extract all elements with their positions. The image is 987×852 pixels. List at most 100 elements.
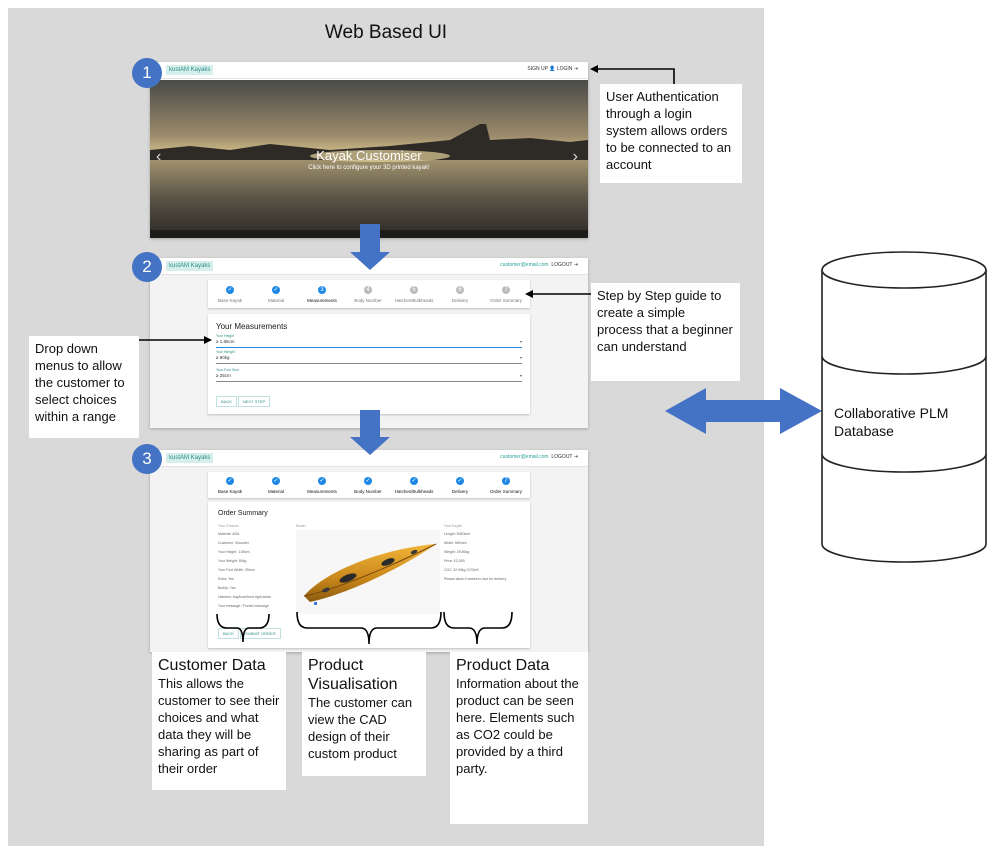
foot-size-dropdown[interactable]: Your Foot Size ≥ 25cm ▾ (216, 368, 522, 382)
stepper-card: ✓Base Kayak ✓Material ✓Measurements ✓Bod… (208, 472, 530, 498)
field-label: Your Weight (216, 350, 235, 354)
back-button[interactable]: BACK (218, 628, 239, 639)
step-label: Base Kayak (217, 489, 242, 494)
brand-logo[interactable]: kustAM Kayaks (166, 261, 214, 271)
screen-1-login-mockup: kustAM Kayaks SIGN UP 👤 LOGIN ⇥ (150, 62, 588, 238)
panel-title: Web Based UI (324, 22, 448, 43)
step-measurements[interactable]: ✓ Measurements (292, 477, 352, 494)
step-label: Body Number (354, 489, 382, 494)
callout-body: The customer can view the CAD design of … (308, 695, 413, 761)
chevron-down-icon: ▾ (519, 373, 522, 378)
order-summary-card: Order Summary Your Choices Model Your Ka… (208, 502, 530, 648)
hero-subtitle[interactable]: Click here to configure your 3D printed … (308, 165, 430, 171)
product-visual-callout: Product Visualisation The customer can v… (302, 652, 426, 776)
step-base-kayak[interactable]: ✓Base Kayak (200, 477, 260, 494)
section-title: Order Summary (218, 510, 268, 517)
back-button[interactable]: BACK (216, 396, 237, 407)
check-icon: ✓ (456, 477, 464, 485)
signup-link[interactable]: SIGN UP (527, 66, 548, 72)
step-material[interactable]: ✓Material (246, 286, 306, 303)
hero-image[interactable]: ‹ › Kayak Customiser Click here to confi… (150, 80, 588, 238)
step-label: Order Summary (489, 298, 522, 303)
section-title: Your Measurements (216, 322, 288, 331)
customer-line: Hatches: bay/bow/front right aside (218, 595, 271, 599)
step-dot: 6 (456, 286, 464, 294)
hero-text: Kayak Customiser Click here to configure… (269, 148, 469, 171)
signup-icon[interactable]: 👤 (549, 66, 556, 72)
step-dot: 4 (364, 286, 372, 294)
kayak-3d-model-image (303, 543, 437, 605)
product-line: Length: 5050mm (444, 532, 471, 536)
step-material[interactable]: ✓ Material (246, 477, 306, 494)
height-dropdown[interactable]: Your Height ≥ 1.85cm ▾ (216, 334, 522, 348)
customer-data-list: Material: ASA Customer: Shoulder Your He… (218, 530, 290, 611)
field-label: Your Height (216, 334, 235, 338)
step-delivery[interactable]: ✓ Delivery (430, 477, 490, 494)
login-icon[interactable]: ⇥ (573, 66, 578, 72)
customer-line: Customer: Shoulder (218, 541, 250, 545)
step-label: Measurements (307, 298, 337, 303)
logout-link[interactable]: LOGOUT (551, 262, 573, 268)
chevron-down-icon: ▾ (519, 339, 522, 344)
carousel-prev-icon[interactable]: ‹ (156, 148, 162, 165)
product-data-callout: Product Data Information about the produ… (450, 652, 588, 824)
step-label: Delivery (451, 489, 469, 494)
step-label: Material (267, 489, 284, 494)
step-label: Order Summary (489, 489, 522, 494)
field-value: ≥ 25cm (216, 373, 231, 378)
your-choices-header: Your Choices (218, 524, 239, 528)
user-nav: customer@email.com LOGOUT ⇥ (500, 262, 578, 268)
submit-order-button[interactable]: SUBMIT ORDER (240, 628, 281, 639)
product-line: Width: 560mm (444, 541, 467, 545)
dropdown-callout: Drop down menus to allow the customer to… (29, 336, 139, 438)
step-label: Measurements (307, 489, 337, 494)
check-icon: ✓ (410, 477, 418, 485)
login-link[interactable]: LOGIN (556, 66, 573, 72)
weight-dropdown[interactable]: Your Weight ≥ 80kg ▾ (216, 350, 522, 364)
screen-2-measurements-mockup: kustAM Kayaks customer@email.com LOGOUT … (150, 258, 588, 428)
check-icon: ✓ (272, 477, 280, 485)
your-kayak-header: Your Kayak (444, 524, 462, 528)
step-body-number[interactable]: ✓Body Number (338, 477, 398, 494)
chevron-down-icon: ▾ (519, 355, 522, 360)
customer-line: Your Foot Width: 25mm (218, 568, 255, 572)
callout-title: Product Data (456, 657, 550, 674)
step-label: Hatches/Bulkheads (394, 489, 434, 494)
step-hatches[interactable]: ✓ Hatches/Bulkheads (384, 477, 444, 494)
next-step-button[interactable]: NEXT STEP (238, 396, 271, 407)
user-email[interactable]: customer@email.com (500, 454, 549, 460)
step-dot: 7 (502, 477, 510, 485)
callout-title: Product Visualisation (308, 657, 398, 693)
customer-line: Your message / Ported message (218, 604, 269, 608)
screen-3-topbar: kustAM Kayaks customer@email.com LOGOUT … (150, 450, 588, 467)
user-email[interactable]: customer@email.com (500, 262, 549, 268)
auth-callout: User Authentication through a login syst… (600, 84, 742, 183)
check-icon: ✓ (318, 477, 326, 485)
logout-icon[interactable]: ⇥ (573, 262, 578, 268)
sunset-harbour-photo (150, 80, 588, 238)
brand-logo[interactable]: kustAM Kayaks (166, 453, 214, 463)
logout-icon[interactable]: ⇥ (573, 454, 578, 460)
carousel-next-icon[interactable]: › (572, 148, 578, 165)
screen-1-topbar: kustAM Kayaks SIGN UP 👤 LOGIN ⇥ (150, 62, 588, 79)
step-label: Hatches/Bulkheads (394, 298, 434, 303)
field-value: ≥ 80kg (216, 355, 230, 360)
kayak-cad-viewer[interactable] (296, 530, 440, 614)
brand-logo[interactable]: kustAM Kayaks (166, 65, 214, 75)
step-number-3: 3 (132, 444, 162, 474)
screen-3-order-summary-mockup: kustAM Kayaks customer@email.com LOGOUT … (150, 450, 588, 652)
customer-line: Extra: Yes (218, 577, 234, 581)
product-data-list: Length: 5050mm Width: 560mm Weight: 29.8… (444, 530, 524, 584)
step-dot: 5 (410, 286, 418, 294)
logout-link[interactable]: LOGOUT (551, 454, 573, 460)
step-base-kayak[interactable]: ✓Base Kayak (200, 286, 260, 303)
check-icon: ✓ (272, 286, 280, 294)
measurements-card: Your Measurements Your Height ≥ 1.85cm ▾… (208, 314, 530, 414)
